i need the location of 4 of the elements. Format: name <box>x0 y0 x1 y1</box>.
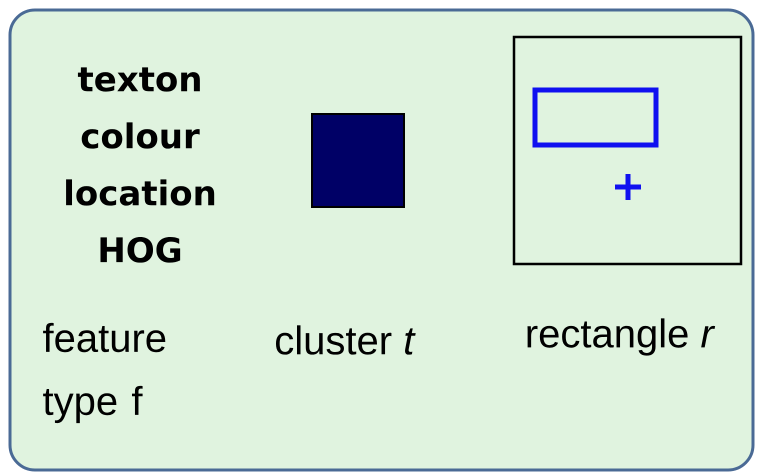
feature-list: texton colour location HOG <box>66 67 214 263</box>
caption-text: rectangle r <box>527 318 716 356</box>
caption-text: feature type f <box>43 322 166 424</box>
caption-text: cluster t <box>276 325 416 355</box>
